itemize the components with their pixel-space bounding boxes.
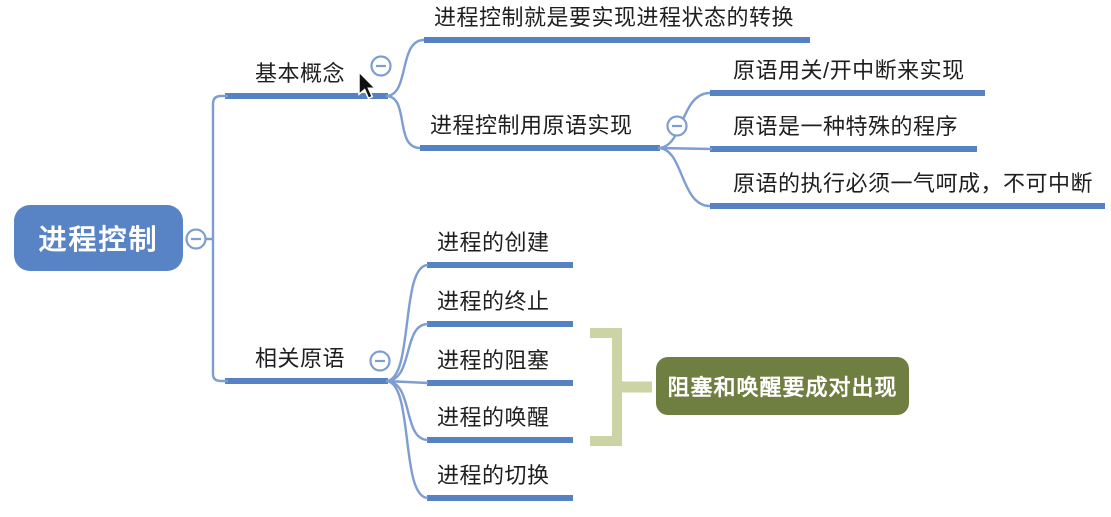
connector-related-to-wakeup [385,379,429,442]
connector-root-trunk [211,94,228,383]
topic-atomic-execution[interactable]: 原语的执行必须一气呵成，不可中断 [710,167,1105,209]
connector-basic-to-primitive [385,94,421,150]
connector-basic-to-state [385,38,425,98]
summary-bracket[interactable] [590,328,622,446]
topic-special-program[interactable]: 原语是一种特殊的程序 [710,110,977,152]
topic-basic-concepts[interactable]: 基本概念 [225,57,388,99]
connector-related-to-create [385,263,429,383]
collapse-icon-primitive-implementation[interactable] [666,115,688,137]
connector-primitive-to-atomic [657,146,711,208]
topic-process-switch[interactable]: 进程的切换 [427,459,573,501]
connector-primitive-to-special [657,146,713,151]
topic-process-terminate[interactable]: 进程的终止 [427,285,573,327]
collapse-icon-root[interactable] [185,228,207,250]
topic-state-transition[interactable]: 进程控制就是要实现进程状态的转换 [424,1,810,43]
summary-callout[interactable]: 阻塞和唤醒要成对出现 [656,357,909,415]
topic-interrupt-onoff[interactable]: 原语用关/开中断来实现 [710,54,985,96]
connector-related-to-terminate [385,322,429,383]
topic-related-primitives[interactable]: 相关原语 [225,342,388,384]
topic-process-block[interactable]: 进程的阻塞 [427,344,573,386]
topic-process-wakeup[interactable]: 进程的唤醒 [427,401,573,443]
topic-primitive-implementation[interactable]: 进程控制用原语实现 [420,109,660,151]
connector-primitive-to-interrupt [657,91,711,150]
connector-related-to-block [385,379,429,385]
topic-process-create[interactable]: 进程的创建 [427,226,573,268]
connector-related-to-switch [385,379,429,500]
root-topic[interactable]: 进程控制 [14,205,183,271]
